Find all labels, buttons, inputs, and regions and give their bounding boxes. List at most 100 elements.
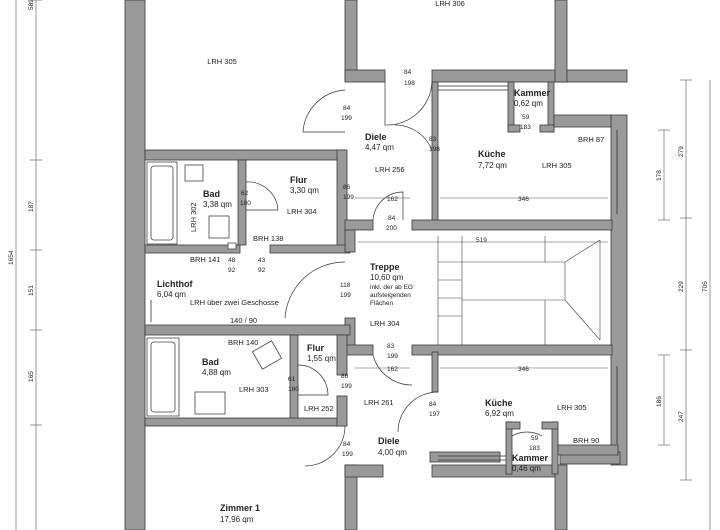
opening-height: 197	[429, 411, 440, 418]
dim-left-total: 1654	[8, 250, 15, 265]
opening-width: 118	[340, 282, 351, 289]
wall-segment	[344, 219, 374, 231]
door-swing	[384, 81, 433, 126]
fixtures	[146, 161, 283, 417]
wall-segment	[554, 0, 568, 83]
toilet-bottom	[251, 340, 283, 370]
bathtub-bottom-inner	[150, 341, 176, 413]
opening-width: 84	[343, 105, 351, 112]
wall-segment	[411, 219, 613, 231]
door-swing	[284, 261, 346, 319]
opening-height: 199	[340, 292, 351, 299]
wall-segment	[541, 421, 559, 430]
lichthof-name: Lichthof	[157, 279, 193, 289]
zimmer1-area: 17,96 qm	[220, 515, 254, 524]
door-swing	[511, 431, 543, 437]
door-swing	[372, 354, 413, 386]
kueche-bottom-lrh: LRH 305	[557, 403, 587, 412]
dim-left: 151	[28, 285, 35, 296]
kueche-bottom-area: 6,92 qm	[485, 409, 514, 418]
opening-width: 48	[228, 257, 236, 264]
staircase	[437, 236, 601, 345]
kueche-bottom-brh: BRH 90	[573, 436, 599, 445]
wall-segment	[505, 421, 521, 430]
opening-140-90: 140 / 90	[230, 316, 257, 325]
wall-segment	[431, 351, 439, 393]
zimmer1-name: Zimmer 1	[220, 503, 260, 513]
opening-height: 92	[228, 267, 236, 274]
outer-right-wall	[610, 114, 628, 466]
opening-height: 199	[341, 383, 352, 390]
opening-width: 83	[429, 136, 437, 143]
bad-top-area: 3,38 qm	[203, 200, 232, 209]
diele-bottom-lrh: LRH 261	[364, 398, 394, 407]
opening-height: 180	[288, 386, 299, 393]
vent-shaft	[227, 242, 237, 250]
treppe-area: 10,60 qm	[370, 273, 404, 282]
brh140-label: BRH 140	[228, 338, 258, 347]
wall-segment	[344, 229, 356, 253]
flur-top-name: Flur	[290, 175, 307, 185]
dim-right: 229	[678, 281, 685, 292]
opening-width: 84	[343, 441, 351, 448]
wall-segment	[144, 149, 346, 161]
wall-segment	[411, 344, 613, 356]
opening-height: 199	[342, 451, 353, 458]
wall-segment	[431, 464, 563, 478]
bad-top-name: Bad	[203, 189, 220, 199]
dim-right: 178	[656, 170, 663, 181]
wall-segment	[551, 421, 559, 475]
dim-162-bottom: 162	[387, 366, 398, 373]
flur-top-lrh: LRH 304	[287, 207, 317, 216]
brh138-label: BRH 138	[253, 234, 283, 243]
opening-height: 199	[343, 194, 354, 201]
flur-bottom-lrh: LRH 252	[304, 404, 334, 413]
wall-segment	[539, 124, 555, 133]
lichthof-area: 6,04 qm	[157, 290, 186, 299]
toilet-top	[184, 164, 204, 182]
walls	[124, 0, 628, 530]
opening-width: 84	[429, 401, 437, 408]
door-swing	[297, 364, 329, 396]
bathtub-top-inner	[150, 165, 174, 241]
kueche-top-name: Küche	[478, 149, 506, 159]
brh141-label: BRH 141	[190, 255, 220, 264]
opening-height: 92	[258, 267, 266, 274]
door-swing	[372, 191, 404, 221]
dim-right: 279	[678, 146, 685, 157]
bad-bottom-area: 4,88 qm	[202, 368, 231, 377]
opening-width: 86	[343, 184, 351, 191]
kammer-top-name: Kammer	[514, 88, 551, 98]
opening-width: 84	[388, 215, 396, 222]
wall-segment	[557, 444, 619, 456]
kammer-bottom-name: Kammer	[512, 453, 549, 463]
wall-segment	[429, 451, 501, 463]
outer-left-wall	[124, 0, 146, 530]
lrh256-label: LRH 256	[375, 165, 405, 174]
kueche-top-brh: BRH 87	[578, 135, 604, 144]
treppe-note3: Flächen	[370, 300, 394, 307]
wall-segment	[344, 344, 374, 356]
flur-bottom-name: Flur	[307, 343, 324, 353]
diele-top-area: 4,47 qm	[365, 143, 394, 152]
wall-segment	[144, 417, 346, 427]
opening-height: 198	[429, 146, 440, 153]
opening-height: 198	[404, 80, 415, 87]
door-swing	[394, 124, 433, 151]
opening-sizes: 84 198 84 199 83 198 59 183 62 180 86 19…	[228, 69, 540, 458]
dim-right: 247	[678, 411, 685, 422]
kueche-bottom-name: Küche	[485, 398, 513, 408]
wall-segment	[144, 324, 351, 336]
wall-segment	[344, 464, 384, 478]
room-labels: LRH 305 LRH 306 Diele 4,47 qm LRH 256 Ka…	[157, 0, 604, 524]
wall-segment	[431, 69, 568, 83]
dim-346-top: 346	[518, 196, 529, 203]
wall-segment	[237, 159, 247, 246]
opening-height: 183	[520, 124, 531, 131]
treppe-note2: aufsteigenden	[370, 292, 411, 299]
wall-segment	[336, 395, 348, 427]
wall-segment	[336, 334, 348, 376]
sink-top	[208, 215, 230, 239]
door-swing	[302, 89, 346, 133]
dim-left: 187	[28, 201, 35, 212]
